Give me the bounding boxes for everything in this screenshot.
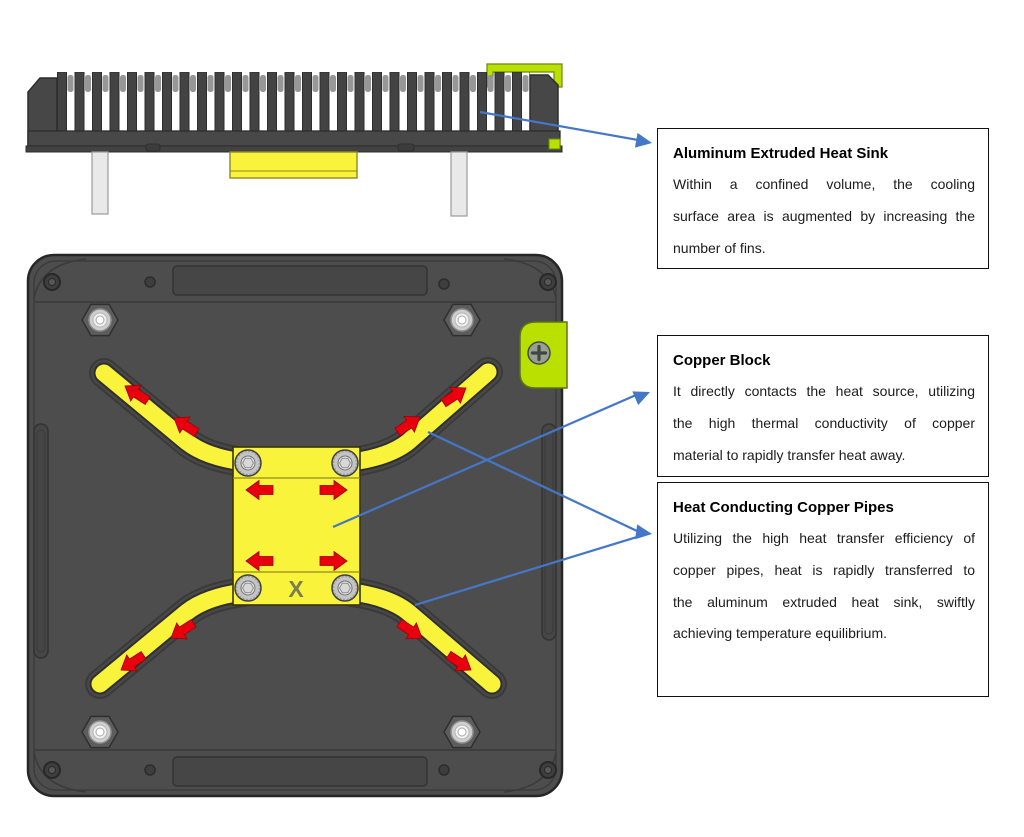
green-clip-corner — [548, 138, 561, 150]
base-notch — [145, 143, 161, 152]
standoff-nut — [81, 715, 119, 749]
callout-title: Heat Conducting Copper Pipes — [673, 499, 894, 516]
standoff-leg-right — [450, 151, 468, 217]
callout-text-line: number of fins. — [673, 239, 766, 256]
block-x-marking: X — [288, 576, 304, 602]
phillips-screw-icon — [527, 341, 551, 365]
heat-sink-base-bar — [27, 130, 561, 147]
standoff-nut — [443, 715, 481, 749]
callout-aluminum-heat-sink: Aluminum Extruded Heat Sink Within a con… — [657, 128, 989, 269]
copper-block: X — [232, 446, 361, 606]
copper-block-side-view — [229, 151, 358, 179]
callout-title: Copper Block — [673, 352, 771, 369]
connector-arrowhead — [634, 132, 654, 151]
callout-text-line: the aluminum extruded heat sink, swiftly — [673, 593, 975, 610]
callout-text-line: copper pipes, heat is rapidly transferre… — [673, 561, 975, 578]
edge-pin-holes — [144, 276, 450, 776]
standoff-leg-left — [91, 151, 109, 215]
standoff-nut — [81, 303, 119, 337]
callout-title: Aluminum Extruded Heat Sink — [673, 145, 889, 162]
connector-copper-block — [332, 393, 637, 529]
connector-pipes-lower — [414, 535, 638, 607]
base-notch — [397, 143, 415, 152]
heat-sink-side-view — [25, 63, 563, 217]
connector-arrowhead — [635, 524, 654, 542]
side-grooves — [33, 423, 557, 659]
callout-copper-block: Copper Block It directly contacts the he… — [657, 335, 989, 477]
callout-text-line: Within a confined volume, the cooling — [673, 176, 975, 192]
callout-text-line: achieving temperature equilibrium. — [673, 625, 887, 642]
heat-sink-base-plate-bottom-view: X — [26, 253, 568, 798]
callout-text-line: material to rapidly transfer heat away. — [673, 446, 906, 463]
bottom-edge-recess — [172, 756, 428, 787]
callout-text-line: surface area is augmented by increasing … — [673, 207, 975, 224]
callout-text-line: Utilizing the high heat transfer efficie… — [673, 530, 975, 546]
heat-sink-fins — [57, 72, 530, 132]
callout-heat-conducting-pipes: Heat Conducting Copper Pipes Utilizing t… — [657, 482, 989, 697]
connector-arrowhead — [632, 385, 653, 406]
callout-text-line: It directly contacts the heat source, ut… — [673, 383, 975, 399]
heat-sink-base-lip — [25, 145, 563, 153]
plate-ridge-lines — [33, 258, 557, 793]
top-edge-recess — [172, 265, 428, 296]
corner-screws — [43, 273, 557, 779]
callout-text-line: the high thermal conductivity of copper — [673, 414, 975, 431]
standoff-nut — [443, 303, 481, 337]
connector-pipes-upper — [427, 431, 638, 532]
green-clip — [519, 321, 568, 389]
mounting-standoffs — [81, 303, 481, 749]
block-screws — [234, 449, 359, 602]
callout-connectors — [332, 110, 654, 607]
connector-heat-sink — [479, 110, 639, 142]
